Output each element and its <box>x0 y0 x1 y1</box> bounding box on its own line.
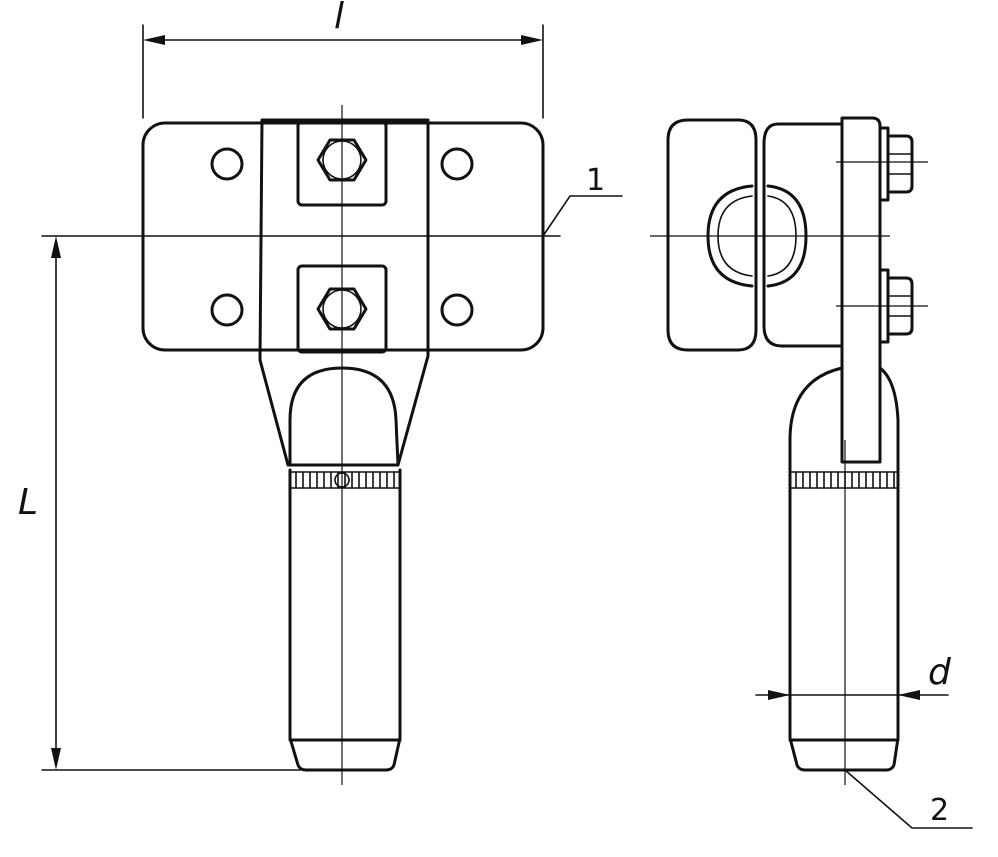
side-bolt-top <box>878 126 914 202</box>
clamp-half-right <box>762 122 844 348</box>
crimp-band <box>289 471 401 489</box>
mounting-hole-bottom-right <box>440 293 474 327</box>
sleeve-arch <box>288 366 400 467</box>
side-crimp-band <box>789 471 899 489</box>
side-sleeve <box>788 366 900 772</box>
clamp-half-left <box>666 118 758 352</box>
front-view <box>141 105 545 785</box>
callout-1-label: 1 <box>586 163 605 198</box>
lug-plate <box>840 116 882 464</box>
crimp-sleeve <box>288 468 402 772</box>
terminal-body <box>258 118 430 467</box>
callout-2: 2 <box>844 769 973 829</box>
callout-1: 1 <box>542 163 623 237</box>
dimension-diameter-label: d <box>928 652 952 693</box>
dimension-width-label: l <box>334 0 344 37</box>
mounting-hole-top-left <box>210 147 244 181</box>
side-view <box>650 116 928 785</box>
dimension-width: l <box>142 0 544 119</box>
mounting-hole-bottom-left <box>210 293 244 327</box>
dimension-length-label: L <box>18 482 38 523</box>
dimension-length: L <box>18 235 561 771</box>
dimension-diameter: d <box>755 652 952 700</box>
callout-2-label: 2 <box>930 793 949 828</box>
mounting-hole-top-right <box>440 147 474 181</box>
